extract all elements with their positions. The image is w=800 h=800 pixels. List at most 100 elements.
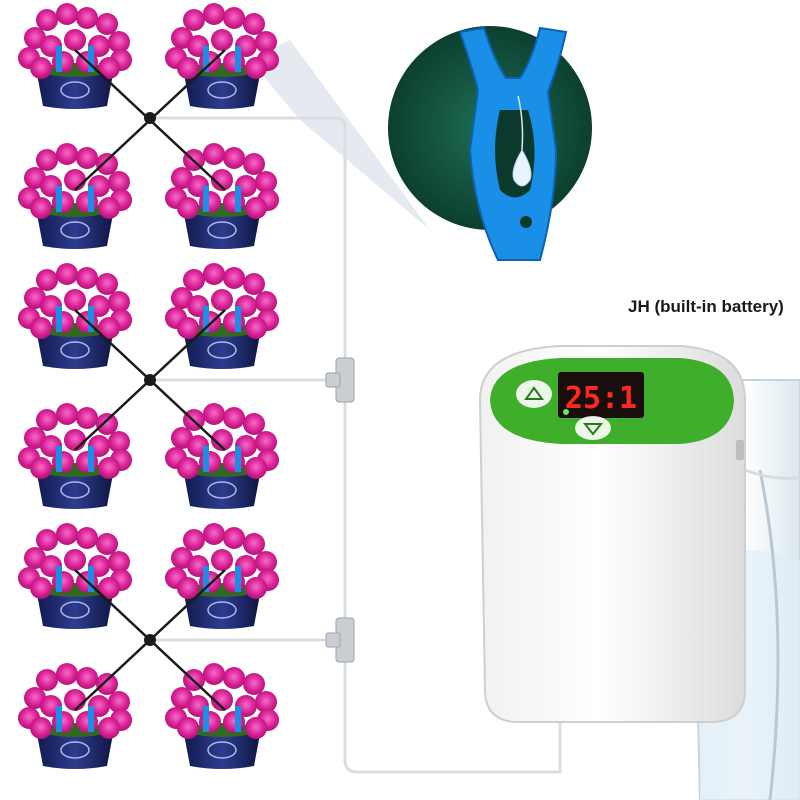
orchid-bloom: [98, 57, 120, 79]
orchid-bloom: [30, 317, 52, 339]
orchid-bloom: [183, 529, 205, 551]
watering-pump: 25:1: [478, 345, 800, 723]
dripper-stake: [56, 186, 62, 212]
potted-orchid: [18, 523, 132, 629]
orchid-bloom: [76, 667, 98, 689]
blue-pot: [37, 734, 113, 769]
dripper-stake: [56, 46, 62, 72]
potted-orchid: [165, 523, 279, 629]
orchid-bloom: [245, 197, 267, 219]
orchid-bloom: [64, 549, 86, 571]
orchid-bloom: [76, 711, 98, 733]
dripper-stake: [203, 186, 209, 212]
orchid-bloom: [223, 451, 245, 473]
dripper-stake: [235, 46, 241, 72]
orchid-bloom: [255, 291, 277, 313]
orchid-bloom: [108, 31, 130, 53]
display-readout: 25:1: [565, 381, 637, 416]
potted-orchid: [18, 663, 132, 769]
dripper-stake: [56, 566, 62, 592]
orchid-bloom: [245, 717, 267, 739]
orchid-bloom: [211, 689, 233, 711]
orchid-bloom: [52, 451, 74, 473]
orchid-bloom: [98, 317, 120, 339]
orchid-bloom: [203, 143, 225, 165]
orchid-bloom: [36, 149, 58, 171]
orchid-bloom: [211, 29, 233, 51]
orchid-bloom: [243, 413, 265, 435]
orchid-bloom: [98, 457, 120, 479]
orchid-bloom: [96, 533, 118, 555]
orchid-bloom: [64, 169, 86, 191]
dripper-stake: [88, 566, 94, 592]
orchid-bloom: [56, 523, 78, 545]
orchid-bloom: [76, 191, 98, 213]
orchid-bloom: [223, 311, 245, 333]
orchid-bloom: [199, 191, 221, 213]
dripper-stake: [235, 706, 241, 732]
orchid-bloom: [30, 457, 52, 479]
orchid-bloom: [183, 9, 205, 31]
stake-hole: [520, 216, 532, 228]
orchid-bloom: [76, 267, 98, 289]
orchid-bloom: [223, 267, 245, 289]
orchid-bloom: [36, 269, 58, 291]
blue-pot: [37, 334, 113, 369]
orchid-bloom: [203, 263, 225, 285]
potted-orchid: [165, 3, 279, 109]
orchid-bloom: [96, 153, 118, 175]
orchid-bloom: [223, 711, 245, 733]
up-arrow-button-icon: [524, 386, 544, 400]
dripper-stake: [235, 566, 241, 592]
up-button: [516, 380, 552, 408]
orchid-bloom: [98, 197, 120, 219]
orchid-bloom: [255, 431, 277, 453]
orchid-bloom: [211, 169, 233, 191]
orchid-bloom: [96, 273, 118, 295]
orchid-bloom: [223, 191, 245, 213]
orchid-bloom: [245, 317, 267, 339]
orchid-bloom: [203, 523, 225, 545]
led-display: [558, 372, 644, 418]
orchid-bloom: [211, 549, 233, 571]
orchid-bloom: [96, 673, 118, 695]
dripper-stake: [88, 306, 94, 332]
orchid-bloom: [76, 407, 98, 429]
dripper-stake: [88, 706, 94, 732]
orchid-bloom: [211, 429, 233, 451]
orchid-bloom: [223, 147, 245, 169]
orchid-bloom: [108, 551, 130, 573]
orchid-bloom: [52, 51, 74, 73]
orchid-bloom: [203, 403, 225, 425]
orchid-bloom: [56, 663, 78, 685]
orchid-bloom: [64, 289, 86, 311]
blue-pot: [184, 214, 260, 249]
orchid-bloom: [98, 717, 120, 739]
blue-pot: [37, 74, 113, 109]
orchid-bloom: [223, 407, 245, 429]
orchid-bloom: [177, 577, 199, 599]
orchid-bloom: [52, 311, 74, 333]
orchid-bloom: [255, 691, 277, 713]
orchid-bloom: [98, 577, 120, 599]
orchid-bloom: [243, 13, 265, 35]
product-caption: JH (built-in battery): [628, 297, 784, 316]
down-arrow-button-icon: [582, 423, 604, 436]
dripper-stake: [235, 446, 241, 472]
orchid-bloom: [76, 527, 98, 549]
dripper-stake: [203, 566, 209, 592]
orchid-bloom: [177, 197, 199, 219]
orchid-bloom: [36, 9, 58, 31]
orchid-bloom: [223, 7, 245, 29]
orchid-bloom: [245, 57, 267, 79]
orchid-bloom: [177, 457, 199, 479]
water-tubing: [150, 116, 562, 774]
orchid-bloom: [199, 711, 221, 733]
orchid-bloom: [223, 667, 245, 689]
orchid-bloom: [30, 717, 52, 739]
orchid-bloom: [36, 409, 58, 431]
zoom-highlight: [250, 40, 430, 230]
dripper-stake: [88, 446, 94, 472]
